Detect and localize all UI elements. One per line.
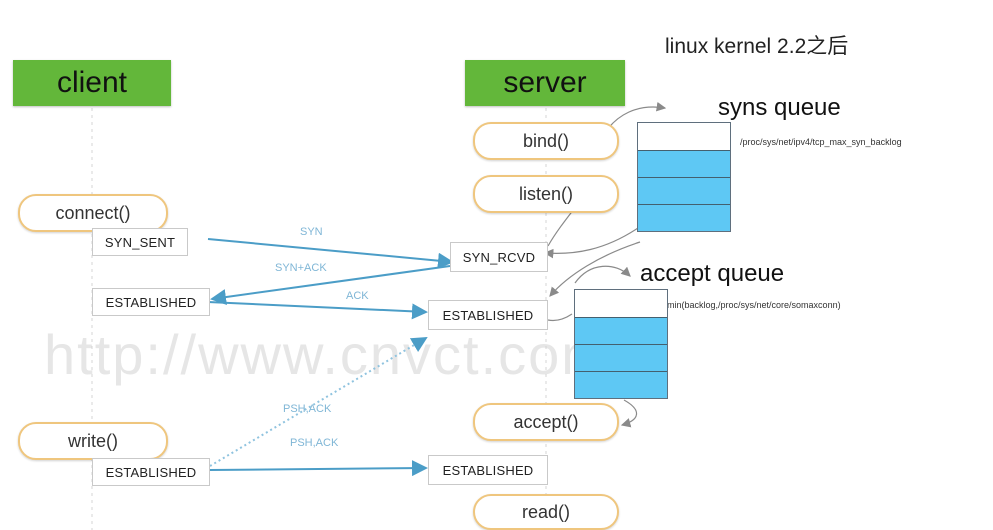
listen-call-label: listen() [518,183,573,204]
syn-message-label: SYN [300,226,323,238]
ack-arrow [207,301,428,320]
client-state-established: ESTABLISHED [92,288,210,316]
accept-queue-path: min(backlog,/proc/sys/net/core/somaxconn… [667,300,841,310]
syns-queue [637,122,731,232]
ack-message-label: ACK [346,290,369,302]
server-state-syn-rcvd-label: SYN_RCVD [462,249,536,265]
server-header: server [465,60,625,106]
client-header: client [13,60,171,106]
accept-queue-return-curve [574,265,631,284]
syns-queue-title: syns queue [718,94,841,121]
accept-queue [574,289,668,399]
accept-call: accept() [473,403,619,441]
write-call-label: write() [68,430,118,451]
accept-queue-slot [575,344,667,371]
syns-queue-slot [638,204,730,231]
accept-queue-to-established-curve [549,241,641,297]
syns-queue-slot [638,150,730,177]
accept-queue-slot [575,371,667,398]
bind-call: bind() [473,122,619,160]
server-state-established-label: ESTABLISHED [442,307,534,323]
syns-queue-to-syn-rcvd-curve [543,227,639,259]
psh-ack-message-label-1: PSH,ACK [283,403,332,415]
client-state-syn-sent: SYN_SENT [92,228,188,256]
client-state-established-write-label: ESTABLISHED [105,464,197,480]
read-call: read() [473,494,619,530]
bind-call-label: bind() [522,130,570,151]
client-header-label: client [56,66,128,99]
accept-call-label: accept() [513,411,579,432]
listen-call: listen() [473,175,619,213]
connect-call-label: connect() [55,202,131,223]
write-call: write() [18,422,168,460]
read-call-label: read() [521,501,570,522]
watermark-text: http://www.cnvct.com [44,323,610,386]
server-header-label: server [503,66,587,99]
server-state-established: ESTABLISHED [428,300,548,330]
syns-queue-slot [638,177,730,204]
connect-call: connect() [18,194,168,232]
server-state-established-read: ESTABLISHED [428,455,548,485]
client-state-syn-sent-label: SYN_SENT [104,234,176,250]
kernel-version-note: linux kernel 2.2之后 [665,35,849,58]
syn-ack-message-label: SYN+ACK [275,262,327,274]
accept-queue-slot-empty [575,290,667,317]
syn-ack-arrow [210,265,451,306]
psh-ack-arrow [209,460,428,477]
accept-queue-title: accept queue [640,260,785,287]
psh-ack-message-label-2: PSH,ACK [290,437,339,449]
established-to-accept-queue-curve [547,313,573,322]
server-state-established-read-label: ESTABLISHED [442,462,534,478]
server-state-syn-rcvd: SYN_RCVD [450,242,548,272]
psh-ack-dotted-arrow [209,336,428,467]
accept-queue-slot [575,317,667,344]
syns-queue-path: /proc/sys/net/ipv4/tcp_max_syn_backlog [740,137,902,147]
syn-arrow [207,238,454,269]
client-state-established-label: ESTABLISHED [105,294,197,310]
client-state-established-write: ESTABLISHED [92,458,210,486]
accept-to-queue-curve [620,399,638,428]
syns-queue-slot-empty [638,123,730,150]
